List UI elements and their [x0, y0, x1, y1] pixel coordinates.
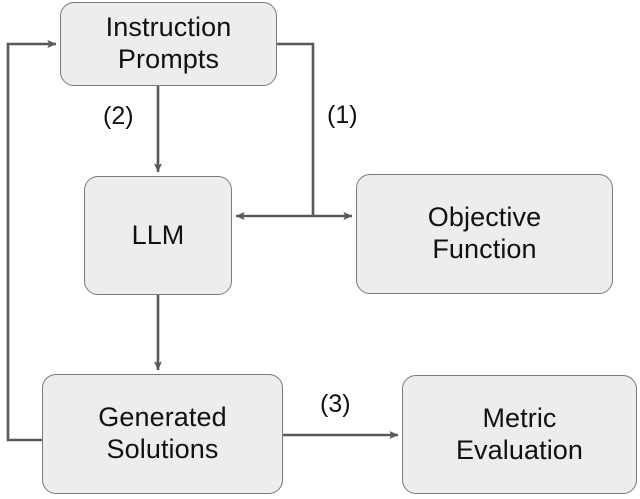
- node-generated-solutions[interactable]: Generated Solutions: [42, 374, 283, 494]
- node-metric-evaluation[interactable]: Metric Evaluation: [402, 375, 637, 494]
- node-objective-function[interactable]: Objective Function: [356, 174, 613, 294]
- node-metric-evaluation-label: Metric Evaluation: [455, 402, 584, 465]
- node-llm-label: LLM: [131, 219, 185, 250]
- node-generated-solutions-label: Generated Solutions: [98, 402, 227, 464]
- node-llm[interactable]: LLM: [84, 176, 232, 295]
- node-instruction-prompts-label: Instruction Prompts: [105, 12, 232, 74]
- edge-label-2: (2): [103, 102, 134, 130]
- edge-solutions-to-prompts-feedback: [6, 40, 57, 442]
- edge-label-3: (3): [320, 390, 351, 418]
- edge-label-1: (1): [327, 101, 358, 129]
- node-objective-function-label: Objective Function: [427, 202, 542, 264]
- edge-prompts-to-bus: [277, 42, 315, 216]
- node-instruction-prompts[interactable]: Instruction Prompts: [60, 2, 277, 86]
